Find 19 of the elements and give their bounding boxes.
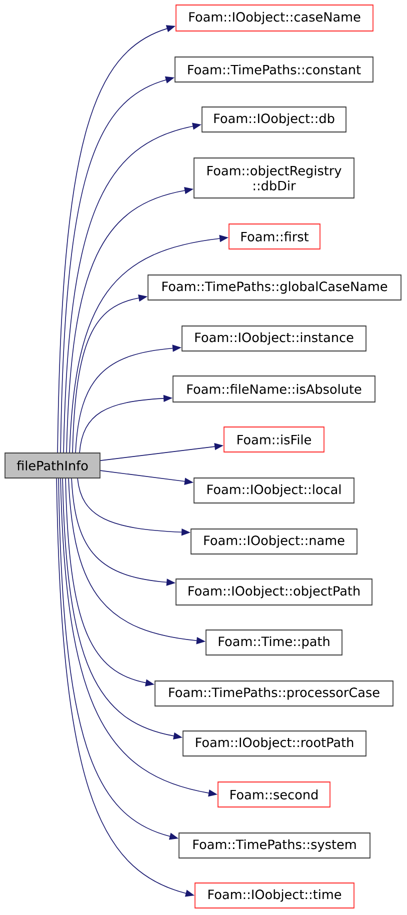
function-box: Foam::IOobject::rootPath xyxy=(182,730,366,756)
function-box: Foam::IOobject::local xyxy=(194,478,354,504)
function-box: Foam::first xyxy=(228,224,320,250)
function-box: Foam::IOobject::caseName xyxy=(176,4,374,32)
function-box: filePathInfo xyxy=(4,452,100,478)
function-box: Foam::isFile xyxy=(224,426,324,452)
function-box: Foam::IOobject::instance xyxy=(182,326,366,352)
function-box: Foam::IOobject::objectPath xyxy=(176,578,372,606)
function-box: Foam::TimePaths::system xyxy=(178,832,370,858)
function-box: Foam::second xyxy=(218,782,330,808)
function-box: Foam::TimePaths::constant xyxy=(174,56,374,82)
function-box: Foam::IOobject::name xyxy=(190,528,358,554)
function-box: Foam::TimePaths::globalCaseName xyxy=(148,274,402,300)
function-box: Foam::IOobject::time xyxy=(194,882,354,908)
function-box: Foam::TimePaths::processorCase xyxy=(154,680,394,706)
function-box: Foam::IOobject::db xyxy=(202,106,346,132)
function-box: Foam::fileName::isAbsolute xyxy=(172,376,376,402)
function-box: Foam::Time::path xyxy=(206,630,342,656)
function-box: Foam::objectRegistry ::dbDir xyxy=(194,158,354,198)
